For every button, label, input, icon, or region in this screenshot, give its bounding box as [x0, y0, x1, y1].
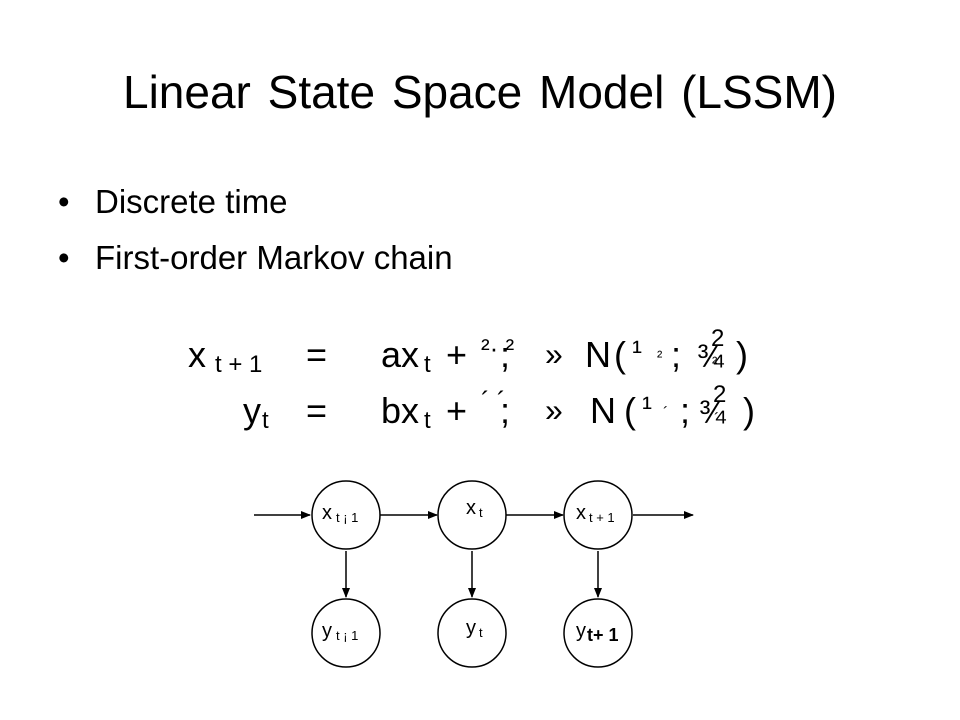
eq1-normal: N: [585, 334, 611, 375]
eq2-rhs-var: bx: [381, 390, 419, 431]
eq1-close-paren: ): [736, 334, 748, 375]
eq2-noise: ´ ´: [481, 386, 506, 416]
eq1-open-paren: (: [614, 334, 626, 375]
node-x-t-plus-1: x t + 1: [563, 480, 633, 550]
eq2-lhs-var: y: [243, 390, 261, 431]
node-subscript: t ¡ 1: [336, 628, 358, 643]
node-subscript: t ¡ 1: [336, 510, 358, 525]
bullet-dot: •: [58, 239, 70, 276]
eq1-dist: »: [545, 336, 563, 372]
node-label: y: [466, 617, 476, 639]
node-x-t-minus-1: x t ¡ 1: [311, 480, 381, 550]
slide-title: Linear State Space Model (LSSM): [122, 66, 838, 118]
eq1-sigma-subscript: ²: [712, 355, 718, 372]
eq2-sigma-exponent: 2: [713, 381, 726, 408]
node-subscript: t: [479, 505, 483, 520]
node-y-t-plus-1: y t+ 1: [563, 598, 633, 668]
node-label: y: [576, 620, 586, 642]
eq1-plus: +: [446, 334, 467, 375]
node-subscript: t: [479, 625, 483, 640]
equations: x t + 1 = ax t + ²· ² ; » N ( ¹ ² ; ¾ 2 …: [188, 325, 755, 434]
bullet-text: First-order Markov chain: [95, 239, 453, 276]
node-label: x: [576, 502, 586, 524]
eq2-dist: »: [545, 392, 563, 428]
eq1-noise: ²· ²: [481, 333, 515, 363]
eq2-mu: ¹: [642, 391, 652, 424]
eq2-sigma-subscript: ´: [714, 411, 719, 428]
eq2-close-paren: ): [743, 390, 755, 431]
bullet-text: Discrete time: [95, 183, 288, 220]
eq1-rhs-subscript: t: [424, 351, 431, 378]
eq1-sigma-exponent: 2: [711, 325, 724, 352]
bullet-item-markov-chain: • First-order Markov chain: [58, 230, 453, 286]
eq2-plus: +: [446, 390, 467, 431]
eq2-open-paren: (: [624, 390, 636, 431]
node-label: y: [322, 620, 332, 642]
eq1-rhs-var: ax: [381, 334, 419, 375]
node-y-t: y t: [437, 598, 507, 668]
eq2-noise-sep: ;: [500, 390, 510, 431]
node-x-t: x t: [437, 480, 507, 550]
eq1-equals: =: [306, 334, 327, 375]
eq1-lhs-subscript: t + 1: [215, 351, 262, 378]
node-subscript: t + 1: [589, 510, 615, 525]
eq2-normal: N: [590, 390, 616, 431]
equation-observation: y t = bx t + ´ ´ ; » N ( ¹ ´ ; ¾ 2 ´ ): [243, 381, 755, 434]
node-y-t-minus-1: y t ¡ 1: [311, 598, 381, 668]
eq2-lhs-subscript: t: [262, 407, 269, 434]
eq1-noise-sep: ;: [500, 334, 510, 375]
eq1-mu: ¹: [632, 335, 642, 368]
eq2-mu-subscript: ´: [663, 405, 668, 422]
eq1-sep: ;: [671, 334, 681, 375]
bullet-dot: •: [58, 183, 70, 220]
eq2-sigma: ¾: [699, 394, 727, 430]
node-label: x: [466, 497, 476, 519]
bullet-item-discrete-time: • Discrete time: [58, 174, 453, 230]
eq1-sigma: ¾: [697, 338, 725, 374]
equation-state-transition: x t + 1 = ax t + ²· ² ; » N ( ¹ ² ; ¾ 2 …: [188, 325, 748, 378]
eq2-equals: =: [306, 390, 327, 431]
node-subscript: t+ 1: [587, 625, 619, 645]
bullet-list: • Discrete time • First-order Markov cha…: [58, 174, 453, 286]
eq1-mu-subscript: ²: [657, 349, 663, 366]
eq2-rhs-subscript: t: [424, 407, 431, 434]
node-label: x: [322, 502, 332, 524]
eq2-sep: ;: [680, 390, 690, 431]
eq1-lhs-var: x: [188, 334, 206, 375]
